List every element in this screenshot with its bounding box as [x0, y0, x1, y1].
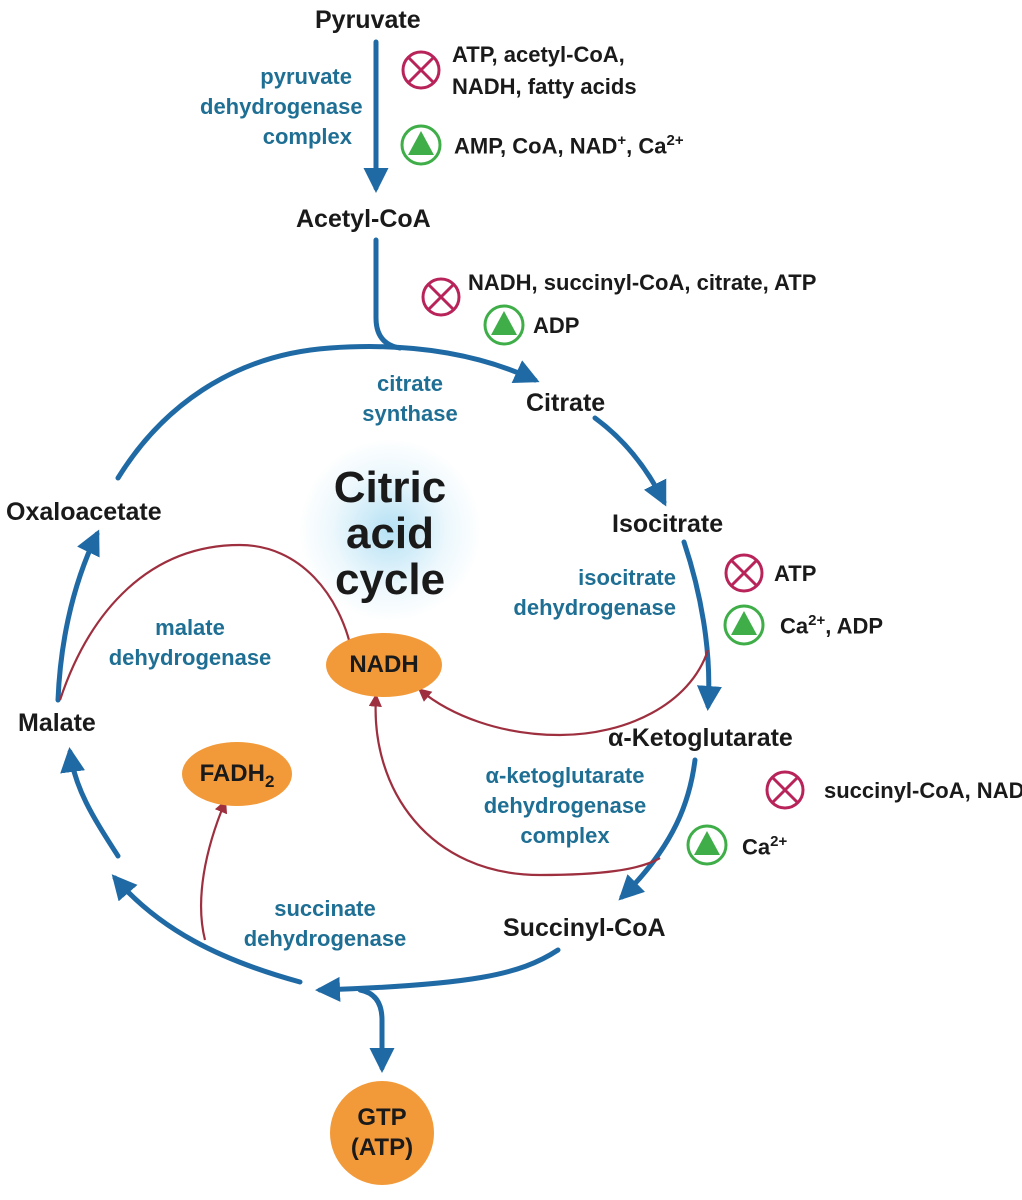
idh-activators-label: Ca2+, ADP [780, 612, 883, 639]
activator-icons [400, 124, 765, 866]
citrate-synthase-arrow [115, 344, 540, 481]
akg-activator-icon [686, 824, 728, 866]
akg-inhibitor-icon [765, 770, 805, 810]
cs-inhibitor-icon [421, 277, 461, 317]
fadh2-oval [182, 742, 292, 806]
title-line-2: acid [345, 509, 435, 558]
diagram-title: Citric acid cycle [300, 465, 480, 603]
pdh-inhibitors-line-1: ATP, acetyl-CoA, [452, 42, 625, 67]
akg-dh-label: α-ketoglutarate dehydrogenase complex [455, 761, 675, 851]
gtp-oval [330, 1081, 434, 1185]
cs-activator-icon [483, 304, 525, 346]
gtp-line-1: GTP [357, 1104, 407, 1131]
pdh-activators-label: AMP, CoA, NAD+, Ca2+ [454, 132, 684, 159]
akg-activators-label: Ca2+ [742, 833, 787, 860]
sdh-line-2: dehydrogenase [243, 926, 407, 951]
cs-inhibitors-label: NADH, succinyl-CoA, citrate, ATP [468, 270, 817, 295]
gtp-branch-line [357, 987, 395, 1073]
fadh2-subscript: 2 [264, 771, 275, 791]
idh-activator-icon [723, 604, 765, 646]
title-line-1: Citric [333, 463, 447, 512]
succinate-dh-arrow [111, 874, 303, 985]
pdh-activators-mid: , Ca [626, 133, 667, 159]
akg-activators-pre: Ca [742, 834, 771, 860]
idh-inhibitors-label: ATP [774, 561, 817, 586]
title-line-3: cycle [334, 555, 446, 604]
akg-line-2: dehydrogenase [483, 793, 647, 818]
akg-line-1: α-ketoglutarate [485, 763, 645, 788]
isocitrate-to-nadh-arrow [417, 649, 710, 737]
acetyl-coa-label: Acetyl-CoA [296, 205, 431, 233]
gtp-line-2: (ATP) [350, 1134, 414, 1161]
oxaloacetate-label: Oxaloacetate [6, 498, 162, 526]
mdh-line-2: dehydrogenase [108, 645, 272, 670]
akg-to-nadh-arrow [368, 693, 661, 877]
idh-line-2: dehydrogenase [513, 595, 676, 620]
aconitase-arrow [592, 415, 667, 507]
idh-line-1: isocitrate [578, 565, 676, 590]
isocitrate-label: Isocitrate [612, 510, 724, 538]
cs-line-1: citrate [376, 371, 444, 396]
inhibitor-icons [401, 50, 805, 810]
isocitrate-dh-arrow [681, 539, 722, 711]
gtp-label: GTP (ATP) [330, 1103, 434, 1163]
citrate-label: Citrate [526, 389, 606, 417]
cs-activators-label: ADP [533, 313, 580, 338]
pyruvate-label: Pyruvate [315, 6, 421, 34]
pdh-activator-icon [400, 124, 442, 166]
isocitrate-dh-label: isocitrate dehydrogenase [470, 563, 676, 623]
title-glow [300, 440, 480, 620]
fadh2-text: FADH [199, 760, 265, 787]
alpha-ketoglutarate-label: α-Ketoglutarate [608, 724, 793, 752]
succinyl-coa-synthetase-line [315, 947, 561, 1002]
ca-charge: 2+ [666, 132, 684, 149]
pdh-inhibitors-line-2: NADH, fatty acids [452, 74, 637, 99]
akg-dh-arrow [618, 757, 698, 901]
malate-label: Malate [18, 709, 96, 737]
pathway-arrows [55, 39, 722, 1073]
cs-line-2: synthase [362, 401, 458, 426]
pdh-line-3: complex [262, 124, 352, 149]
sdh-line-1: succinate [274, 896, 376, 921]
succinate-dh-label: succinate dehydrogenase [215, 894, 435, 954]
mdh-line-1: malate [155, 615, 225, 640]
succinyl-coa-label: Succinyl-CoA [503, 914, 666, 942]
pdh-enzyme-label: pyruvate dehydrogenase complex [200, 62, 363, 152]
akg-line-3: complex [520, 823, 610, 848]
pdh-activators-text: AMP, CoA, NAD [454, 133, 618, 159]
idh-activators-post: , ADP [825, 613, 884, 639]
pdh-line-1: pyruvate [260, 64, 352, 89]
succinate-to-fadh2-arrow [200, 799, 228, 941]
fadh2-label: FADH2 [182, 760, 292, 792]
nadh-oval [326, 633, 442, 697]
akg-ca-charge: 2+ [770, 833, 788, 850]
citrate-synthase-label: citrate synthase [340, 369, 480, 429]
nadh-label: NADH [349, 651, 419, 678]
fumarase-arrow [60, 747, 121, 859]
idh-inhibitor-icon [724, 553, 764, 593]
idh-activators-pre: Ca [780, 613, 809, 639]
malate-dh-label: malate dehydrogenase [90, 613, 290, 673]
product-ovals [182, 633, 442, 1185]
idh-ca-charge: 2+ [808, 612, 826, 629]
acetyl-coa-entry-line [373, 237, 403, 351]
akg-inhibitors-label: succinyl-CoA, NADH [824, 778, 1022, 803]
nad-charge: + [617, 132, 627, 149]
pdh-line-2: dehydrogenase [200, 94, 363, 119]
malate-dh-arrow [55, 529, 100, 703]
pdh-inhibitor-icon [401, 50, 441, 90]
